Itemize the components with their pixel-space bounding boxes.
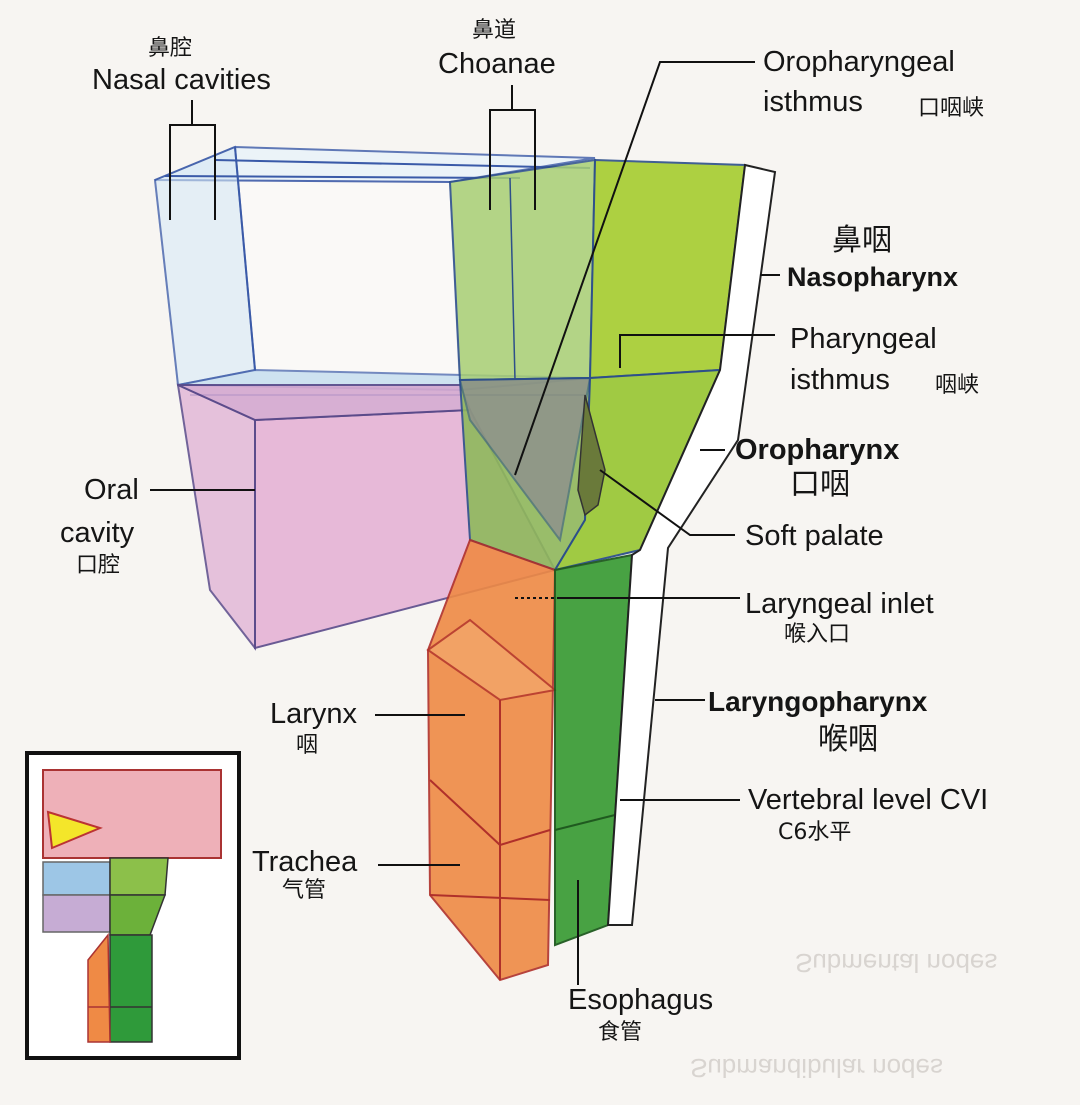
inset-schematic	[25, 751, 241, 1060]
nasal-cavities-label: Nasal cavities	[92, 64, 271, 96]
oral-cavity-label-1: Oral	[84, 474, 139, 506]
larynx-cn: 咽	[296, 733, 319, 758]
esophagus-cn: 食管	[598, 1020, 643, 1045]
nasopharynx-label: Nasopharynx	[787, 262, 959, 292]
oropharyngeal-isthmus-label-2: isthmus	[763, 86, 863, 118]
choanae-cn: 鼻道	[472, 18, 517, 43]
trachea-label: Trachea	[252, 846, 358, 878]
nasopharynx-region	[448, 158, 747, 382]
larynx-region	[426, 538, 558, 982]
oropharynx-region	[458, 368, 722, 572]
laryngeal-inlet-cn: 喉入口	[784, 622, 851, 647]
nasopharynx-cn: 鼻咽	[832, 223, 892, 258]
pharyngeal-isthmus-label-1: Pharyngeal	[790, 323, 937, 355]
oral-cavity-cn: 口腔	[76, 553, 121, 578]
oropharyngeal-isthmus-cn: 口咽峡	[918, 96, 985, 121]
choanae-label: Choanae	[438, 48, 556, 80]
nasal-cavities-cn: 鼻腔	[148, 36, 193, 61]
oropharynx-cn: 口咽	[790, 467, 850, 502]
laryngeal-inlet-label: Laryngeal inlet	[745, 588, 934, 620]
inset-yellow-triangle	[46, 810, 103, 850]
soft-palate-label: Soft palate	[745, 520, 884, 552]
pharyngeal-isthmus-cn: 咽峡	[935, 373, 980, 398]
posterior-pharyngeal-wall	[606, 163, 777, 926]
trachea-cn: 气管	[282, 878, 327, 903]
soft-palate-shape	[577, 394, 606, 517]
oral-cavity-label-2: cavity	[60, 517, 135, 549]
pharyngeal-isthmus-label-2: isthmus	[790, 364, 890, 396]
leader-lines	[150, 61, 780, 985]
vertebral-level-label: Vertebral level CVI	[748, 784, 989, 816]
laryngopharynx-label: Laryngopharynx	[708, 686, 928, 717]
vertebral-level-cn: C6水平	[778, 820, 852, 845]
laryngopharynx-cn: 喉咽	[818, 722, 878, 757]
oropharynx-label: Oropharynx	[735, 434, 900, 466]
oropharyngeal-isthmus-label-1: Oropharyngeal	[763, 46, 955, 78]
esophagus-label: Esophagus	[568, 984, 714, 1016]
larynx-label: Larynx	[270, 698, 358, 730]
